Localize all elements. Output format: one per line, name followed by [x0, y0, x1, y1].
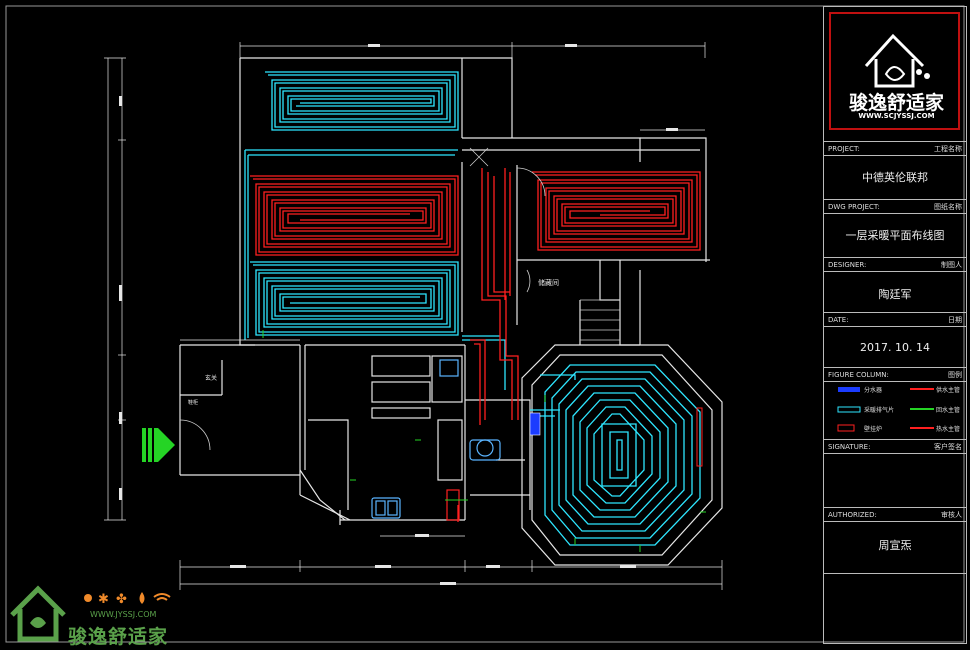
designer-value: 陶廷军 [878, 288, 912, 301]
house-heart-logo-icon [864, 33, 930, 88]
heating-loop-mid-left-red [250, 175, 459, 256]
dimension-ticks [119, 44, 678, 585]
watermark-feature-icons: ✱ ✤ [84, 592, 171, 607]
date-value: 2017. 10. 14 [860, 341, 930, 354]
title-block: 骏逸舒适家 WWW.SCJYSSJ.COM PROJECT:工程名称 中德英伦联… [823, 6, 967, 644]
brand-name: 骏逸舒适家 [848, 92, 944, 114]
drawing-frame [5, 5, 965, 643]
authorized-label-row: AUTHORIZED:审核人 [824, 507, 966, 522]
watermark-url: WWW.JYSSJ.COM [90, 610, 157, 619]
green-markers [262, 330, 706, 552]
legend-label-2: 采暖排气片 [864, 407, 895, 414]
stairs [469, 147, 620, 341]
note-divider [824, 573, 966, 574]
brand-url: WWW.SCJYSSJ.COM [858, 112, 935, 120]
legend-label-3: 回水主管 [936, 407, 961, 414]
legend-label-5: 热水主管 [936, 426, 961, 433]
legend-label-1: 供水主管 [936, 387, 961, 394]
fixtures [371, 359, 501, 519]
watermark: ✱ ✤ WWW.JYSSJ.COM 骏逸舒适家 [8, 585, 208, 648]
room-label-storage: 储藏间 [538, 278, 559, 287]
heating-loop-octagon [530, 364, 701, 546]
dwg-label-row: DWG PROJECT:图纸名称 [824, 199, 966, 214]
fan-icon: ✤ [116, 592, 127, 607]
designer-label-row: DESIGNER:制图人 [824, 257, 966, 272]
date-label-row: DATE:日期 [824, 312, 966, 327]
heating-loop-bottom-left [244, 149, 506, 390]
authorized-value: 周宣炁 [878, 539, 912, 552]
legend-swatches [837, 387, 934, 432]
entrance-arrow [142, 428, 175, 462]
drop-icon [139, 592, 145, 604]
brand-logo: 骏逸舒适家 WWW.SCJYSSJ.COM [829, 12, 960, 130]
dwg-value: 一层采暖平面布线图 [845, 229, 945, 242]
radiator [696, 407, 703, 467]
sun-icon [84, 594, 92, 602]
project-label-row: PROJECT:工程名称 [824, 141, 966, 156]
heating-loop-right-red [470, 168, 701, 425]
signature-label-row: SIGNATURE:客户签名 [824, 439, 966, 454]
project-value: 中德英伦联邦 [862, 171, 928, 184]
manifold [529, 412, 541, 436]
legend-label-4: 壁挂炉 [864, 426, 883, 433]
watermark-house-icon [10, 585, 66, 642]
room-label-entry: 玄关 [205, 374, 217, 382]
watermark-brand: 骏逸舒适家 [68, 626, 169, 648]
snowflake-icon: ✱ [98, 592, 109, 607]
room-label-shoe: 鞋柜 [188, 399, 198, 406]
boiler [446, 489, 460, 521]
legend: 分水器 供水主管 采暖排气片 回水主管 壁挂炉 热水主管 [824, 383, 966, 437]
door-arcs [179, 167, 546, 451]
figure-label-row: FIGURE COLUMN:图例 [824, 367, 966, 382]
legend-label-0: 分水器 [864, 387, 883, 394]
wifi-icon [153, 593, 171, 601]
heating-loop-top-left [265, 71, 459, 131]
walls [179, 57, 723, 566]
